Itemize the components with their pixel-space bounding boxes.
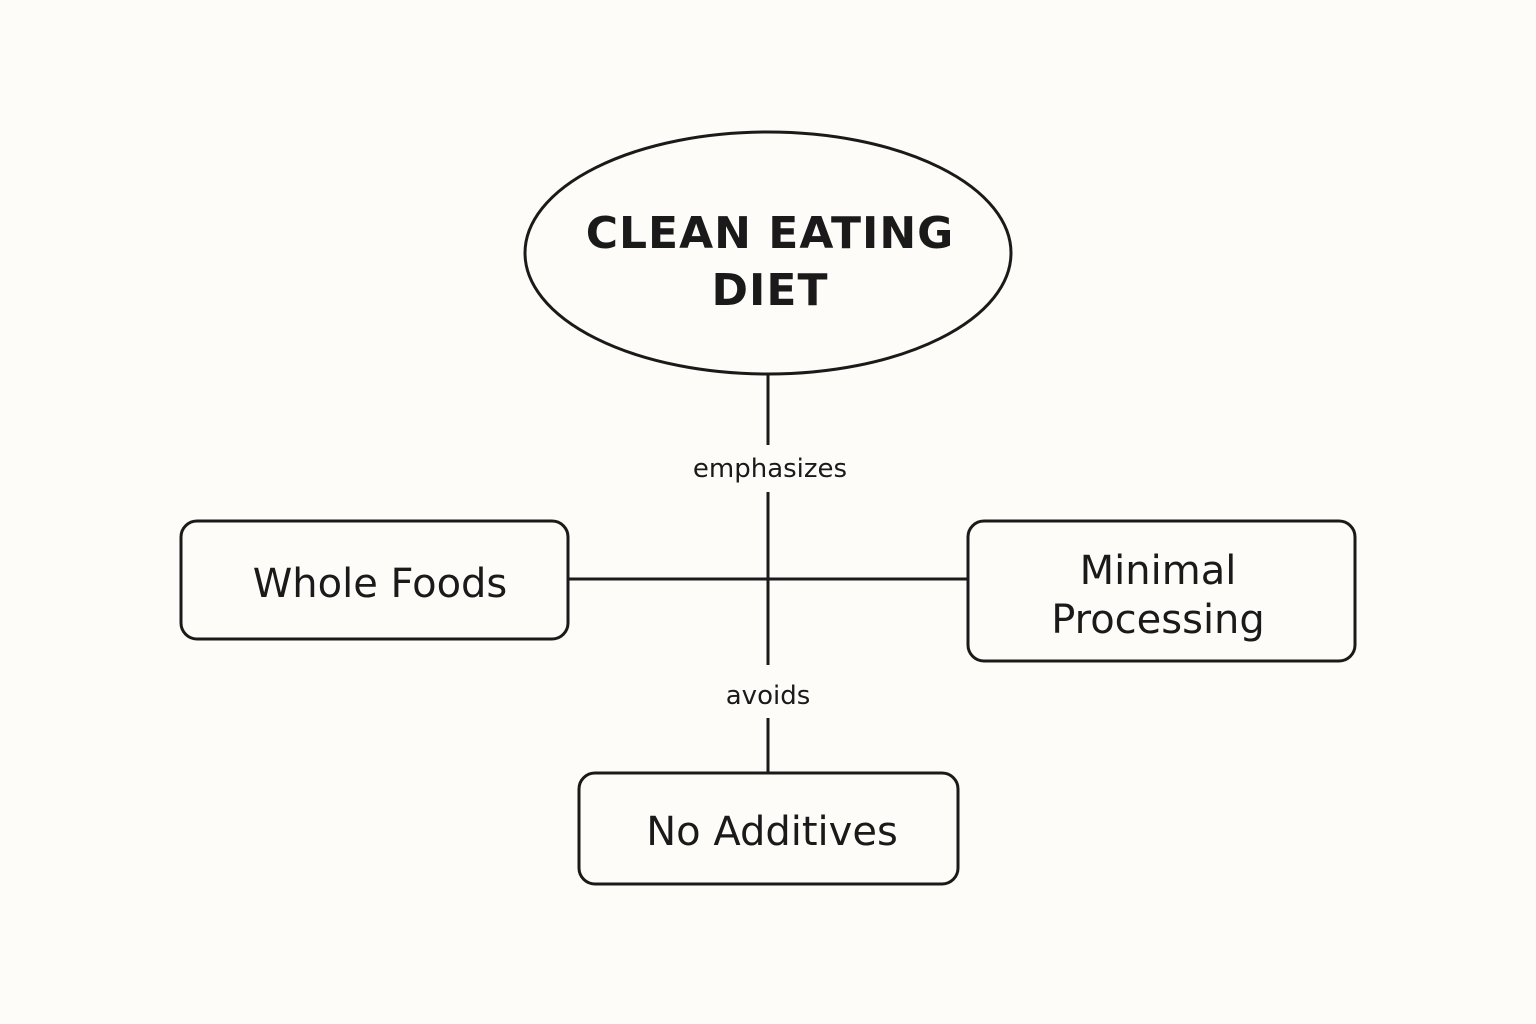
node-whole-foods: Whole Foods (179, 519, 570, 641)
central-node-title-line2: DIET (712, 265, 829, 316)
node-minimal-processing: Minimal Processing (966, 519, 1357, 663)
node-no-additives: No Additives (577, 771, 960, 886)
central-node-ellipse (523, 130, 1013, 376)
node-no-additives-box (577, 771, 960, 886)
node-minimal-processing-label-line2: Processing (1051, 597, 1265, 643)
central-node: CLEAN EATING DIET (523, 130, 1013, 376)
central-node-title-line1: CLEAN EATING (586, 208, 955, 259)
node-whole-foods-label: Whole Foods (253, 561, 508, 607)
node-minimal-processing-label-line1: Minimal (1080, 548, 1237, 594)
node-minimal-processing-box (966, 519, 1357, 663)
edge-label-avoids: avoids (726, 681, 811, 711)
edge-label-emphasizes: emphasizes (693, 454, 847, 484)
node-whole-foods-box (179, 519, 570, 641)
node-no-additives-label: No Additives (646, 809, 898, 855)
